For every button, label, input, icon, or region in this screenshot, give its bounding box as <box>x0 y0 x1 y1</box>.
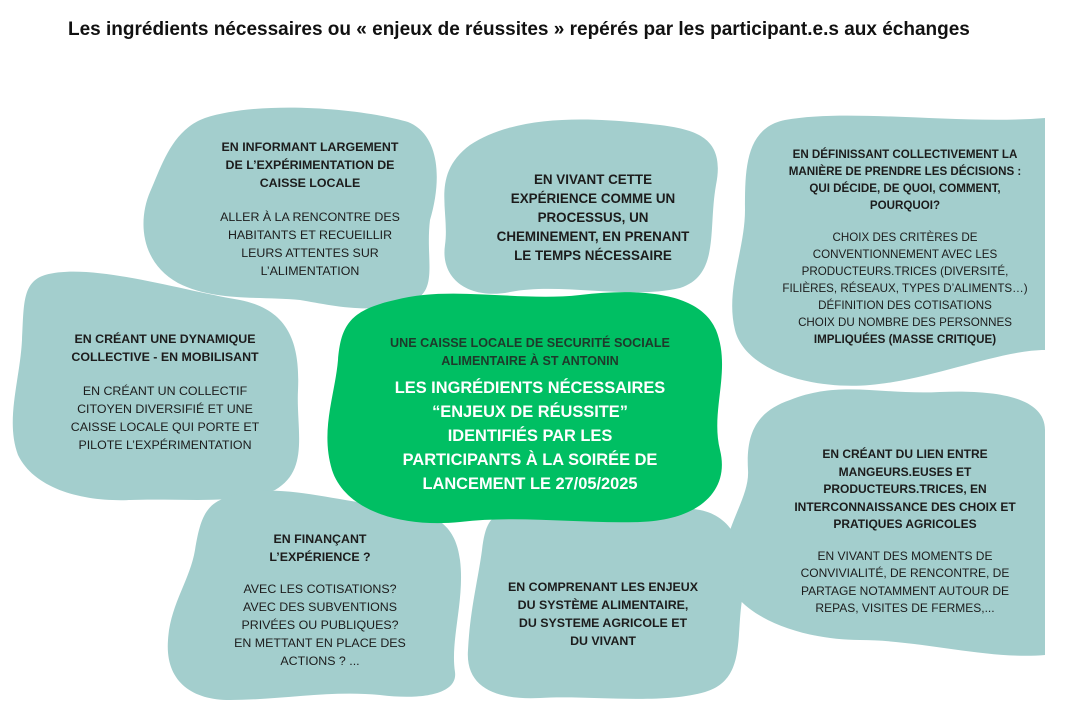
bubble-financing-heading: EN FINANÇANT L’EXPÉRIENCE ? <box>195 530 445 566</box>
bubble-link-body: EN VIVANT DES MOMENTS DE CONVIVIALITÉ, D… <box>770 548 1040 618</box>
center-main-line: LANCEMENT LE 27/05/2025 <box>422 475 638 493</box>
bubble-process: EN VIVANT CETTE EXPÉRIENCE COMME UN PROC… <box>468 170 718 265</box>
bubble-process-heading: EN VIVANT CETTE EXPÉRIENCE COMME UN PROC… <box>468 170 718 265</box>
bubble-shape-dynamic <box>12 271 300 501</box>
body-line: PILOTE L’EXPÉRIMENTATION <box>78 438 252 452</box>
bubble-informing: EN INFORMANT LARGEMENT DE L’EXPÉRIMENTAT… <box>185 138 435 280</box>
body-line: L’ALIMENTATION <box>260 264 360 278</box>
body-line: FILIÈRES, RÉSEAUX, TYPES D’ALIMENTS…) <box>782 282 1028 295</box>
body-line: CHOIX DU NOMBRE DES PERSONNES <box>798 316 1012 329</box>
heading-line: DE L’EXPÉRIMENTATION DE <box>225 158 395 172</box>
bubble-understanding-heading: EN COMPRENANT LES ENJEUX DU SYSTÈME ALIM… <box>478 578 728 650</box>
bubble-decision-body: CHOIX DES CRITÈRES DE CONVENTIONNEMENT A… <box>770 229 1040 348</box>
body-line: CAISSE LOCALE QUI PORTE ET <box>70 420 260 434</box>
heading-line: EN INFORMANT LARGEMENT <box>221 140 399 154</box>
bubble-informing-heading: EN INFORMANT LARGEMENT DE L’EXPÉRIMENTAT… <box>185 138 435 192</box>
heading-line: PRATIQUES AGRICOLES <box>833 517 977 531</box>
center-shape <box>327 292 723 524</box>
heading-line: EXPÉRIENCE COMME UN <box>510 191 676 206</box>
heading-line: PROCESSUS, UN <box>537 210 649 225</box>
center-main-line: “ENJEUX DE RÉUSSITE” <box>432 403 628 421</box>
body-line: EN CRÉANT UN COLLECTIF <box>82 384 248 398</box>
body-line: HABITANTS ET RECUEILLIR <box>227 228 393 242</box>
bubble-shape-decision <box>732 115 1045 386</box>
bubble-link: EN CRÉANT DU LIEN ENTRE MANGEURS.EUSES E… <box>770 446 1040 618</box>
body-line: EN VIVANT DES MOMENTS DE <box>817 548 993 563</box>
bubble-financing: EN FINANÇANT L’EXPÉRIENCE ? AVEC LES COT… <box>195 530 445 670</box>
body-line: CONVENTIONNEMENT AVEC LES <box>812 248 998 261</box>
body-line: DÉFINITION DES COTISATIONS <box>818 299 992 312</box>
center-main-line: LES INGRÉDIENTS NÉCESSAIRES <box>394 379 666 397</box>
body-line: LEURS ATTENTES SUR <box>241 246 379 260</box>
heading-line: CHEMINEMENT, EN PRENANT <box>496 229 690 244</box>
heading-line: DU VIVANT <box>570 634 636 648</box>
body-line: ACTIONS ? ... <box>280 654 360 668</box>
bubble-link-heading: EN CRÉANT DU LIEN ENTRE MANGEURS.EUSES E… <box>770 446 1040 534</box>
heading-line: EN COMPRENANT LES ENJEUX <box>507 580 699 594</box>
bubble-decision: EN DÉFINISSANT COLLECTIVEMENT LA MANIÈRE… <box>770 146 1040 348</box>
bubble-dynamic-body: EN CRÉANT UN COLLECTIF CITOYEN DIVERSIFI… <box>40 382 290 454</box>
body-line: PARTAGE NOTAMMENT AUTOUR DE <box>800 583 1010 598</box>
body-line: CITOYEN DIVERSIFIÉ ET UNE <box>77 402 253 416</box>
bubble-shape-financing <box>167 490 462 700</box>
bubble-dynamic-heading: EN CRÉANT UNE DYNAMIQUE COLLECTIVE - EN … <box>40 330 290 366</box>
body-line: CHOIX DES CRITÈRES DE <box>832 231 978 244</box>
heading-line: DU SYSTÈME ALIMENTAIRE, <box>517 598 689 612</box>
heading-line: L’EXPÉRIENCE ? <box>269 550 371 564</box>
heading-line: MANGEURS.EUSES ET <box>838 464 972 479</box>
heading-line: EN CRÉANT UNE DYNAMIQUE <box>74 332 256 346</box>
bubble-informing-body: ALLER À LA RENCONTRE DES HABITANTS ET RE… <box>185 208 435 280</box>
body-line: CONVIVIALITÉ, DE RENCONTRE, DE <box>800 566 1010 580</box>
center-main-line: PARTICIPANTS À LA SOIRÉE DE <box>402 451 658 469</box>
heading-line: COLLECTIVE - EN MOBILISANT <box>71 350 259 364</box>
heading-line: EN CRÉANT DU LIEN ENTRE <box>822 447 988 461</box>
center-sub-line: ALIMENTAIRE À ST ANTONIN <box>441 354 619 368</box>
heading-line: LE TEMPS NÉCESSAIRE <box>514 248 672 263</box>
heading-line: QUI DÉCIDE, DE QUOI, COMMENT, <box>809 182 1001 195</box>
body-line: PRODUCTEURS.TRICES (DIVERSITÉ, <box>801 265 1009 278</box>
heading-line: EN VIVANT CETTE <box>533 172 653 187</box>
center-main-line: IDENTIFIÉS PAR LES <box>447 427 613 445</box>
body-line: AVEC DES SUBVENTIONS <box>243 600 397 614</box>
bubble-shape-link <box>724 389 1045 656</box>
heading-line: PRODUCTEURS.TRICES, EN <box>823 482 987 496</box>
heading-line: CAISSE LOCALE <box>259 176 361 190</box>
bubble-dynamic: EN CRÉANT UNE DYNAMIQUE COLLECTIVE - EN … <box>40 330 290 454</box>
body-line: AVEC LES COTISATIONS? <box>243 582 397 596</box>
body-line: ALLER À LA RENCONTRE DES <box>220 210 400 224</box>
heading-line: EN FINANÇANT <box>273 532 367 546</box>
bubble-decision-heading: EN DÉFINISSANT COLLECTIVEMENT LA MANIÈRE… <box>770 146 1040 214</box>
heading-line: EN DÉFINISSANT COLLECTIVEMENT LA <box>792 148 1018 161</box>
bubble-shape-understanding <box>467 500 744 699</box>
bubble-shape-process <box>444 119 718 294</box>
bubble-financing-body: AVEC LES COTISATIONS? AVEC DES SUBVENTIO… <box>195 580 445 670</box>
body-line: REPAS, VISITES DE FERMES,... <box>815 601 995 615</box>
body-line: PRIVÉES OU PUBLIQUES? <box>241 618 399 632</box>
center-label: UNE CAISSE LOCALE DE SECURITÉ SOCIALE AL… <box>350 334 710 496</box>
bubble-understanding: EN COMPRENANT LES ENJEUX DU SYSTÈME ALIM… <box>478 578 728 650</box>
heading-line: POURQUOI? <box>869 199 941 212</box>
center-sub-line: UNE CAISSE LOCALE DE SECURITÉ SOCIALE <box>390 336 670 350</box>
center-sub: UNE CAISSE LOCALE DE SECURITÉ SOCIALE AL… <box>350 334 710 370</box>
page-title: Les ingrédients nécessaires ou « enjeux … <box>68 19 970 40</box>
heading-line: INTERCONNAISSANCE DES CHOIX ET <box>794 499 1016 514</box>
center-main: LES INGRÉDIENTS NÉCESSAIRES “ENJEUX DE R… <box>350 376 710 496</box>
body-line: EN METTANT EN PLACE DES <box>234 636 406 650</box>
body-line: IMPLIQUÉES (MASSE CRITIQUE) <box>813 333 997 346</box>
heading-line: DU SYSTEME AGRICOLE ET <box>518 616 688 630</box>
bubble-shape-informing <box>143 107 437 309</box>
heading-line: MANIÈRE DE PRENDRE LES DÉCISIONS : <box>788 165 1022 178</box>
